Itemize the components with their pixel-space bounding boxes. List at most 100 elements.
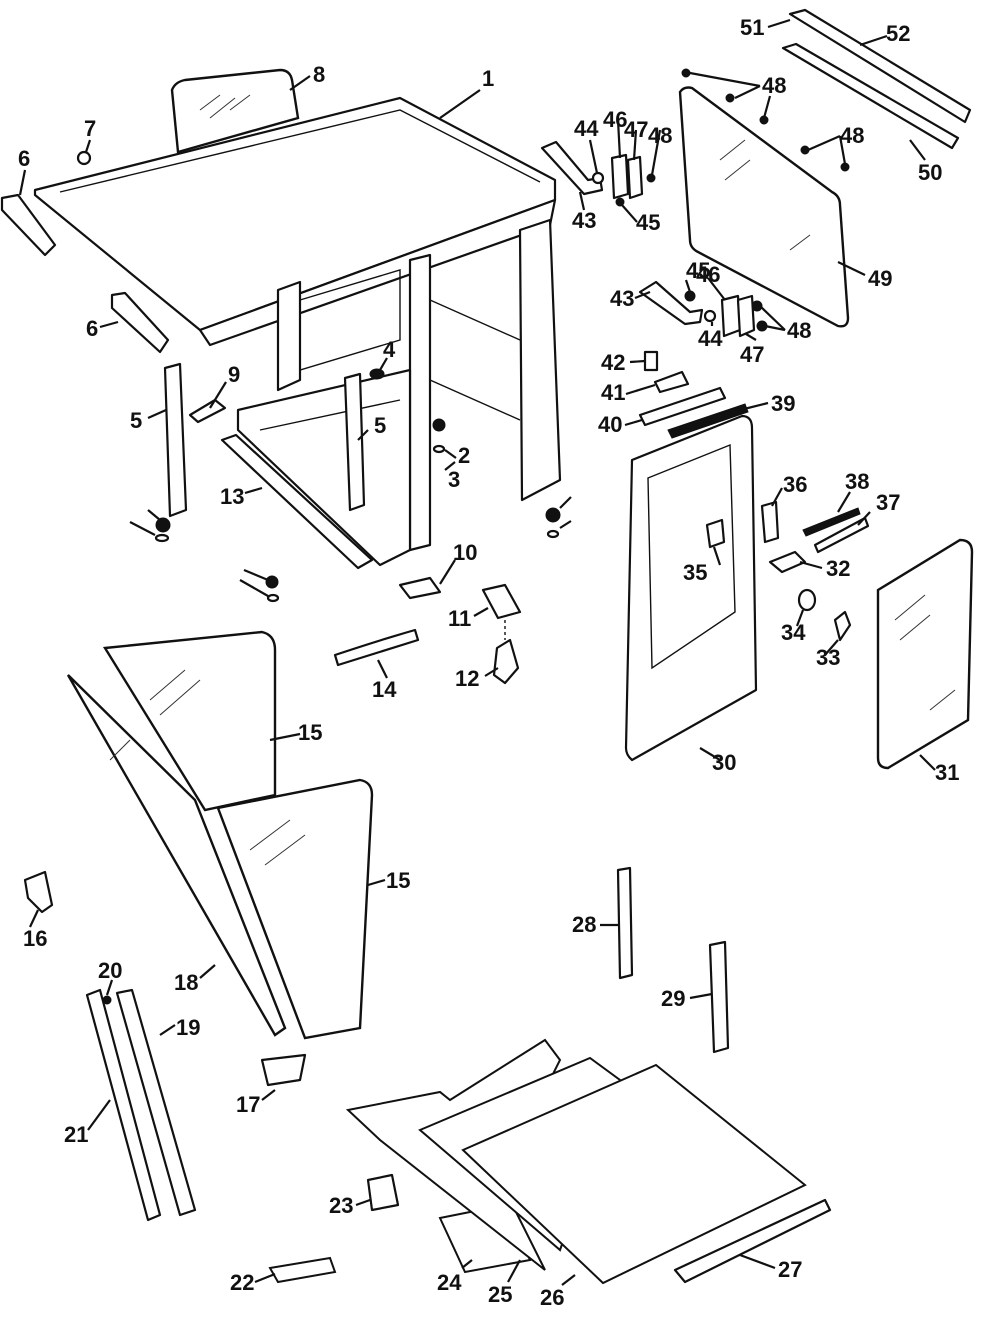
bracket-6b [110, 291, 170, 354]
side-glass-15b [216, 778, 374, 1040]
callout-5b: 5 [374, 413, 386, 438]
bolt-45a [615, 197, 625, 207]
hinge-plate-47b [736, 294, 756, 338]
callout-19: 19 [176, 1015, 200, 1040]
door-window [647, 443, 736, 670]
cab-frame [33, 96, 562, 567]
leader-lines [18, 18, 936, 1286]
door-30 [624, 414, 758, 762]
spring-42 [643, 350, 659, 372]
side-glass-18 [66, 674, 287, 1037]
door-glass-shine [894, 594, 956, 711]
callout-10: 10 [453, 540, 477, 565]
callout-40: 40 [598, 412, 622, 437]
callout-22: 22 [230, 1270, 254, 1295]
callout-20: 20 [98, 958, 122, 983]
callout-52: 52 [886, 21, 910, 46]
callout-2a: 2 [458, 443, 470, 468]
callout-50: 50 [918, 160, 942, 185]
bolt-45b [684, 290, 696, 302]
callout-12: 12 [455, 666, 479, 691]
callout-1: 1 [482, 66, 494, 91]
callout-43b: 43 [610, 286, 634, 311]
callout-13: 13 [220, 484, 244, 509]
nut-7 [76, 150, 92, 166]
window-shine [719, 139, 811, 251]
callout-27: 27 [778, 1257, 802, 1282]
callout-11: 11 [448, 606, 471, 631]
glass-shine [109, 669, 306, 866]
callout-45a: 45 [636, 210, 660, 235]
callout-44b: 44 [698, 326, 723, 351]
clip-41 [653, 370, 690, 394]
lock-35 [705, 518, 726, 549]
callout-47b: 47 [740, 342, 764, 367]
side-glass-15a [102, 630, 277, 812]
rail-50 [781, 42, 960, 150]
callout-17: 17 [236, 1092, 260, 1117]
side-rail-13 [220, 433, 374, 570]
callout-46b: 46 [696, 262, 720, 287]
callout-47a: 47 [624, 117, 648, 142]
callout-15b: 15 [386, 868, 410, 893]
callout-9: 9 [228, 362, 240, 387]
callout-48a: 48 [648, 123, 672, 148]
handle-36 [760, 500, 780, 544]
callout-3a: 3 [448, 467, 460, 492]
callout-48c: 48 [840, 123, 864, 148]
screw-20 [102, 995, 112, 1005]
callout-7: 7 [84, 116, 96, 141]
strip-21 [85, 988, 162, 1222]
callout-51: 51 [740, 15, 764, 40]
seal-40 [638, 386, 727, 427]
callout-46a: 46 [603, 107, 627, 132]
callout-48b: 48 [762, 73, 786, 98]
plate-23 [366, 1173, 400, 1212]
mount-2-3-group [154, 418, 561, 603]
callout-41: 41 [601, 380, 625, 405]
callout-45b: 45 [686, 258, 710, 283]
callout-15a: 15 [298, 720, 322, 745]
callout-8: 8 [313, 62, 325, 87]
callout-35: 35 [683, 560, 707, 585]
rail-52 [788, 8, 972, 124]
bolt-44a [591, 171, 605, 185]
bracket-11 [481, 583, 522, 620]
callout-44a: 44 [574, 116, 599, 141]
rear-glass-shine [199, 94, 251, 119]
rod-38 [802, 507, 861, 537]
callout-6b: 6 [86, 316, 98, 341]
window-49 [678, 86, 850, 328]
key-33 [833, 610, 852, 642]
callout-26: 26 [540, 1285, 564, 1310]
hinge-plate-46a [610, 153, 630, 200]
callout-18: 18 [174, 970, 198, 995]
callout-30: 30 [712, 750, 736, 775]
callout-48d: 48 [787, 318, 811, 343]
callout-16: 16 [23, 926, 47, 951]
callout-23: 23 [329, 1193, 353, 1218]
floor-mat-26 [461, 1063, 807, 1285]
strip-28 [616, 866, 634, 980]
callout-29: 29 [661, 986, 685, 1011]
callout-21: 21 [64, 1122, 88, 1147]
bracket-9 [188, 398, 227, 424]
post-5a [163, 362, 188, 518]
callout-42: 42 [601, 350, 625, 375]
callout-34: 34 [781, 620, 806, 645]
callout-4: 4 [383, 337, 396, 362]
latch-32 [768, 550, 807, 574]
clip-17 [260, 1053, 307, 1087]
strip-29 [708, 940, 730, 1054]
callout-43a: 43 [572, 208, 596, 233]
rod-37 [813, 516, 870, 554]
bracket-6a [0, 193, 57, 257]
callout-5a: 5 [130, 408, 142, 433]
handle-14 [333, 628, 420, 667]
callout-49: 49 [868, 266, 892, 291]
callout-25: 25 [488, 1282, 512, 1307]
post-5b [343, 372, 366, 512]
callout-32: 32 [826, 556, 850, 581]
bolt-44b [703, 309, 717, 323]
